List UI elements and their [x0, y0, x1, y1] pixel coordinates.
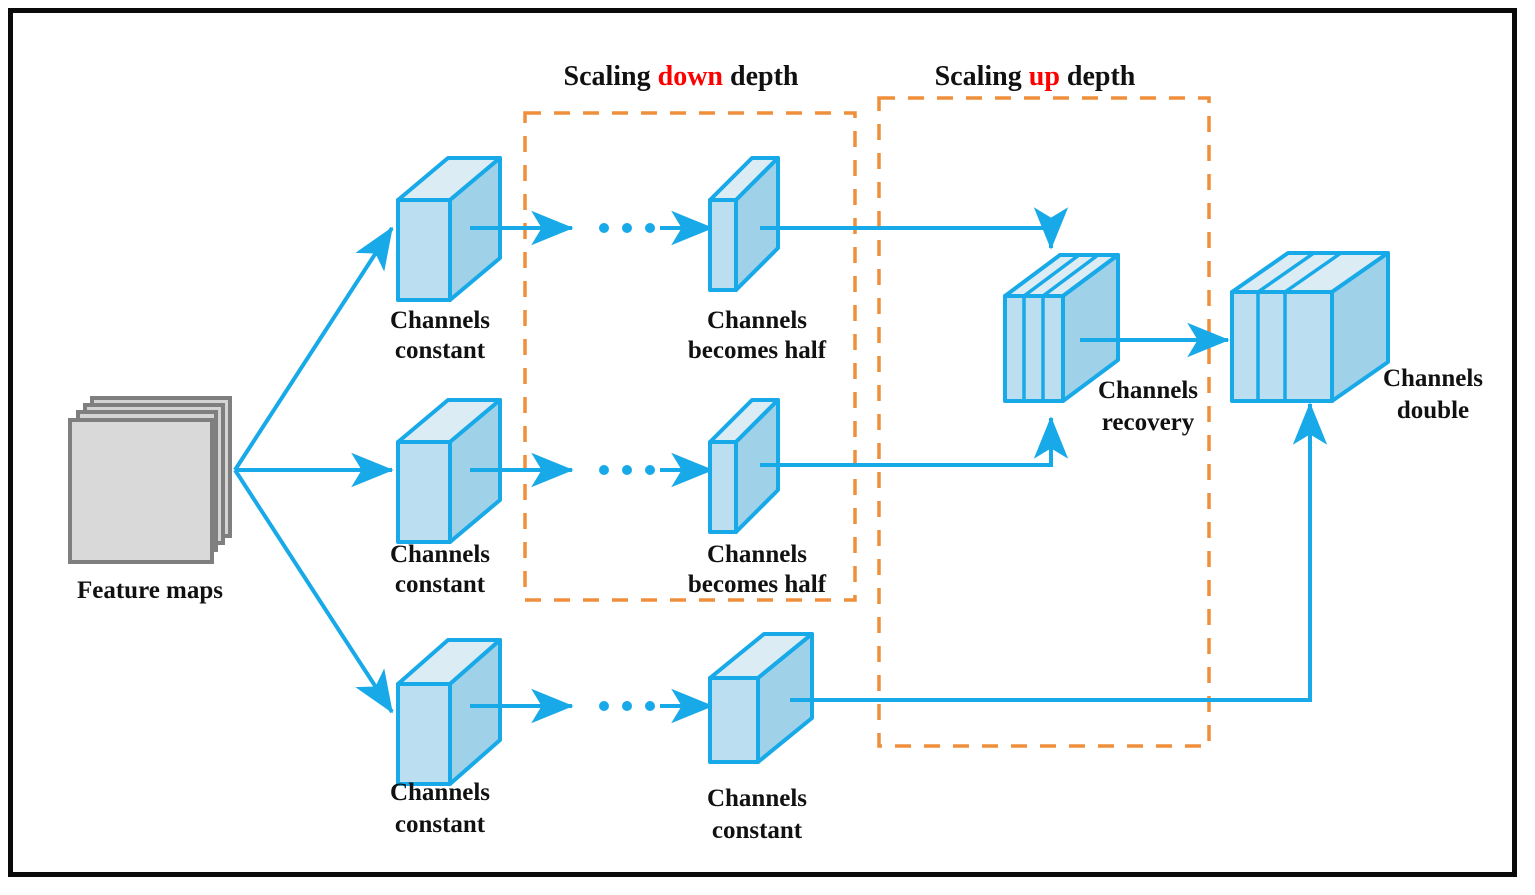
title-scaling-up-suffix: depth	[1060, 61, 1136, 92]
svg-text:becomes half: becomes half	[688, 571, 827, 598]
ellipsis-bot-row	[599, 701, 655, 711]
label-channels-recovery: Channels recovery	[1098, 377, 1198, 436]
svg-text:constant: constant	[395, 811, 486, 838]
title-scaling-down: Scaling down depth	[564, 61, 799, 92]
ellipsis-mid-row	[599, 465, 655, 475]
title-scaling-up-prefix: Scaling	[935, 61, 1029, 92]
arrow-to-top-branch	[233, 226, 394, 472]
svg-text:Channels: Channels	[707, 785, 807, 812]
cube-channels-double	[1230, 251, 1390, 403]
svg-text:Channels: Channels	[707, 307, 807, 334]
svg-text:double: double	[1397, 397, 1469, 424]
label-mid-half: Channels becomes half	[688, 541, 827, 598]
svg-text:becomes half: becomes half	[688, 337, 827, 364]
svg-text:Channels: Channels	[390, 541, 490, 568]
cube-bot-constant	[396, 638, 502, 786]
svg-text:Channels: Channels	[390, 779, 490, 806]
cube-mid-half	[708, 398, 780, 534]
title-scaling-down-suffix: depth	[723, 61, 799, 92]
svg-text:Channels: Channels	[1383, 365, 1483, 392]
label-bot-constant-2: Channels constant	[707, 785, 807, 844]
label-top-constant: Channels constant	[390, 307, 490, 364]
route-bot-to-double	[790, 402, 1328, 702]
cube-top-half	[708, 156, 780, 292]
title-scaling-down-highlight: down	[658, 61, 724, 92]
dashed-region-scaling-up	[877, 96, 1211, 748]
label-bot-constant: Channels constant	[390, 779, 490, 838]
svg-text:Channels: Channels	[707, 541, 807, 568]
title-scaling-down-prefix: Scaling	[564, 61, 658, 92]
ellipsis-top-row	[599, 223, 655, 233]
cube-channels-recovery	[1003, 253, 1120, 403]
title-scaling-up: Scaling up depth	[935, 61, 1136, 92]
svg-text:recovery: recovery	[1102, 409, 1195, 436]
svg-text:constant: constant	[395, 571, 486, 598]
feature-maps-stack	[68, 396, 232, 564]
label-top-half: Channels becomes half	[688, 307, 827, 364]
svg-text:constant: constant	[395, 337, 486, 364]
label-mid-constant: Channels constant	[390, 541, 490, 598]
cube-bot-constant-2	[708, 632, 814, 764]
svg-text:Channels: Channels	[390, 307, 490, 334]
route-mid-to-recovery	[760, 416, 1069, 467]
arrow-to-bot-branch	[233, 468, 394, 714]
route-top-to-recovery	[760, 207, 1069, 250]
svg-text:Channels: Channels	[1098, 377, 1198, 404]
title-scaling-up-highlight: up	[1029, 61, 1060, 92]
label-feature-maps: Feature maps	[77, 577, 223, 604]
fanout-arrows	[233, 226, 394, 714]
svg-text:constant: constant	[712, 817, 803, 844]
label-channels-double: Channels double	[1383, 365, 1483, 424]
